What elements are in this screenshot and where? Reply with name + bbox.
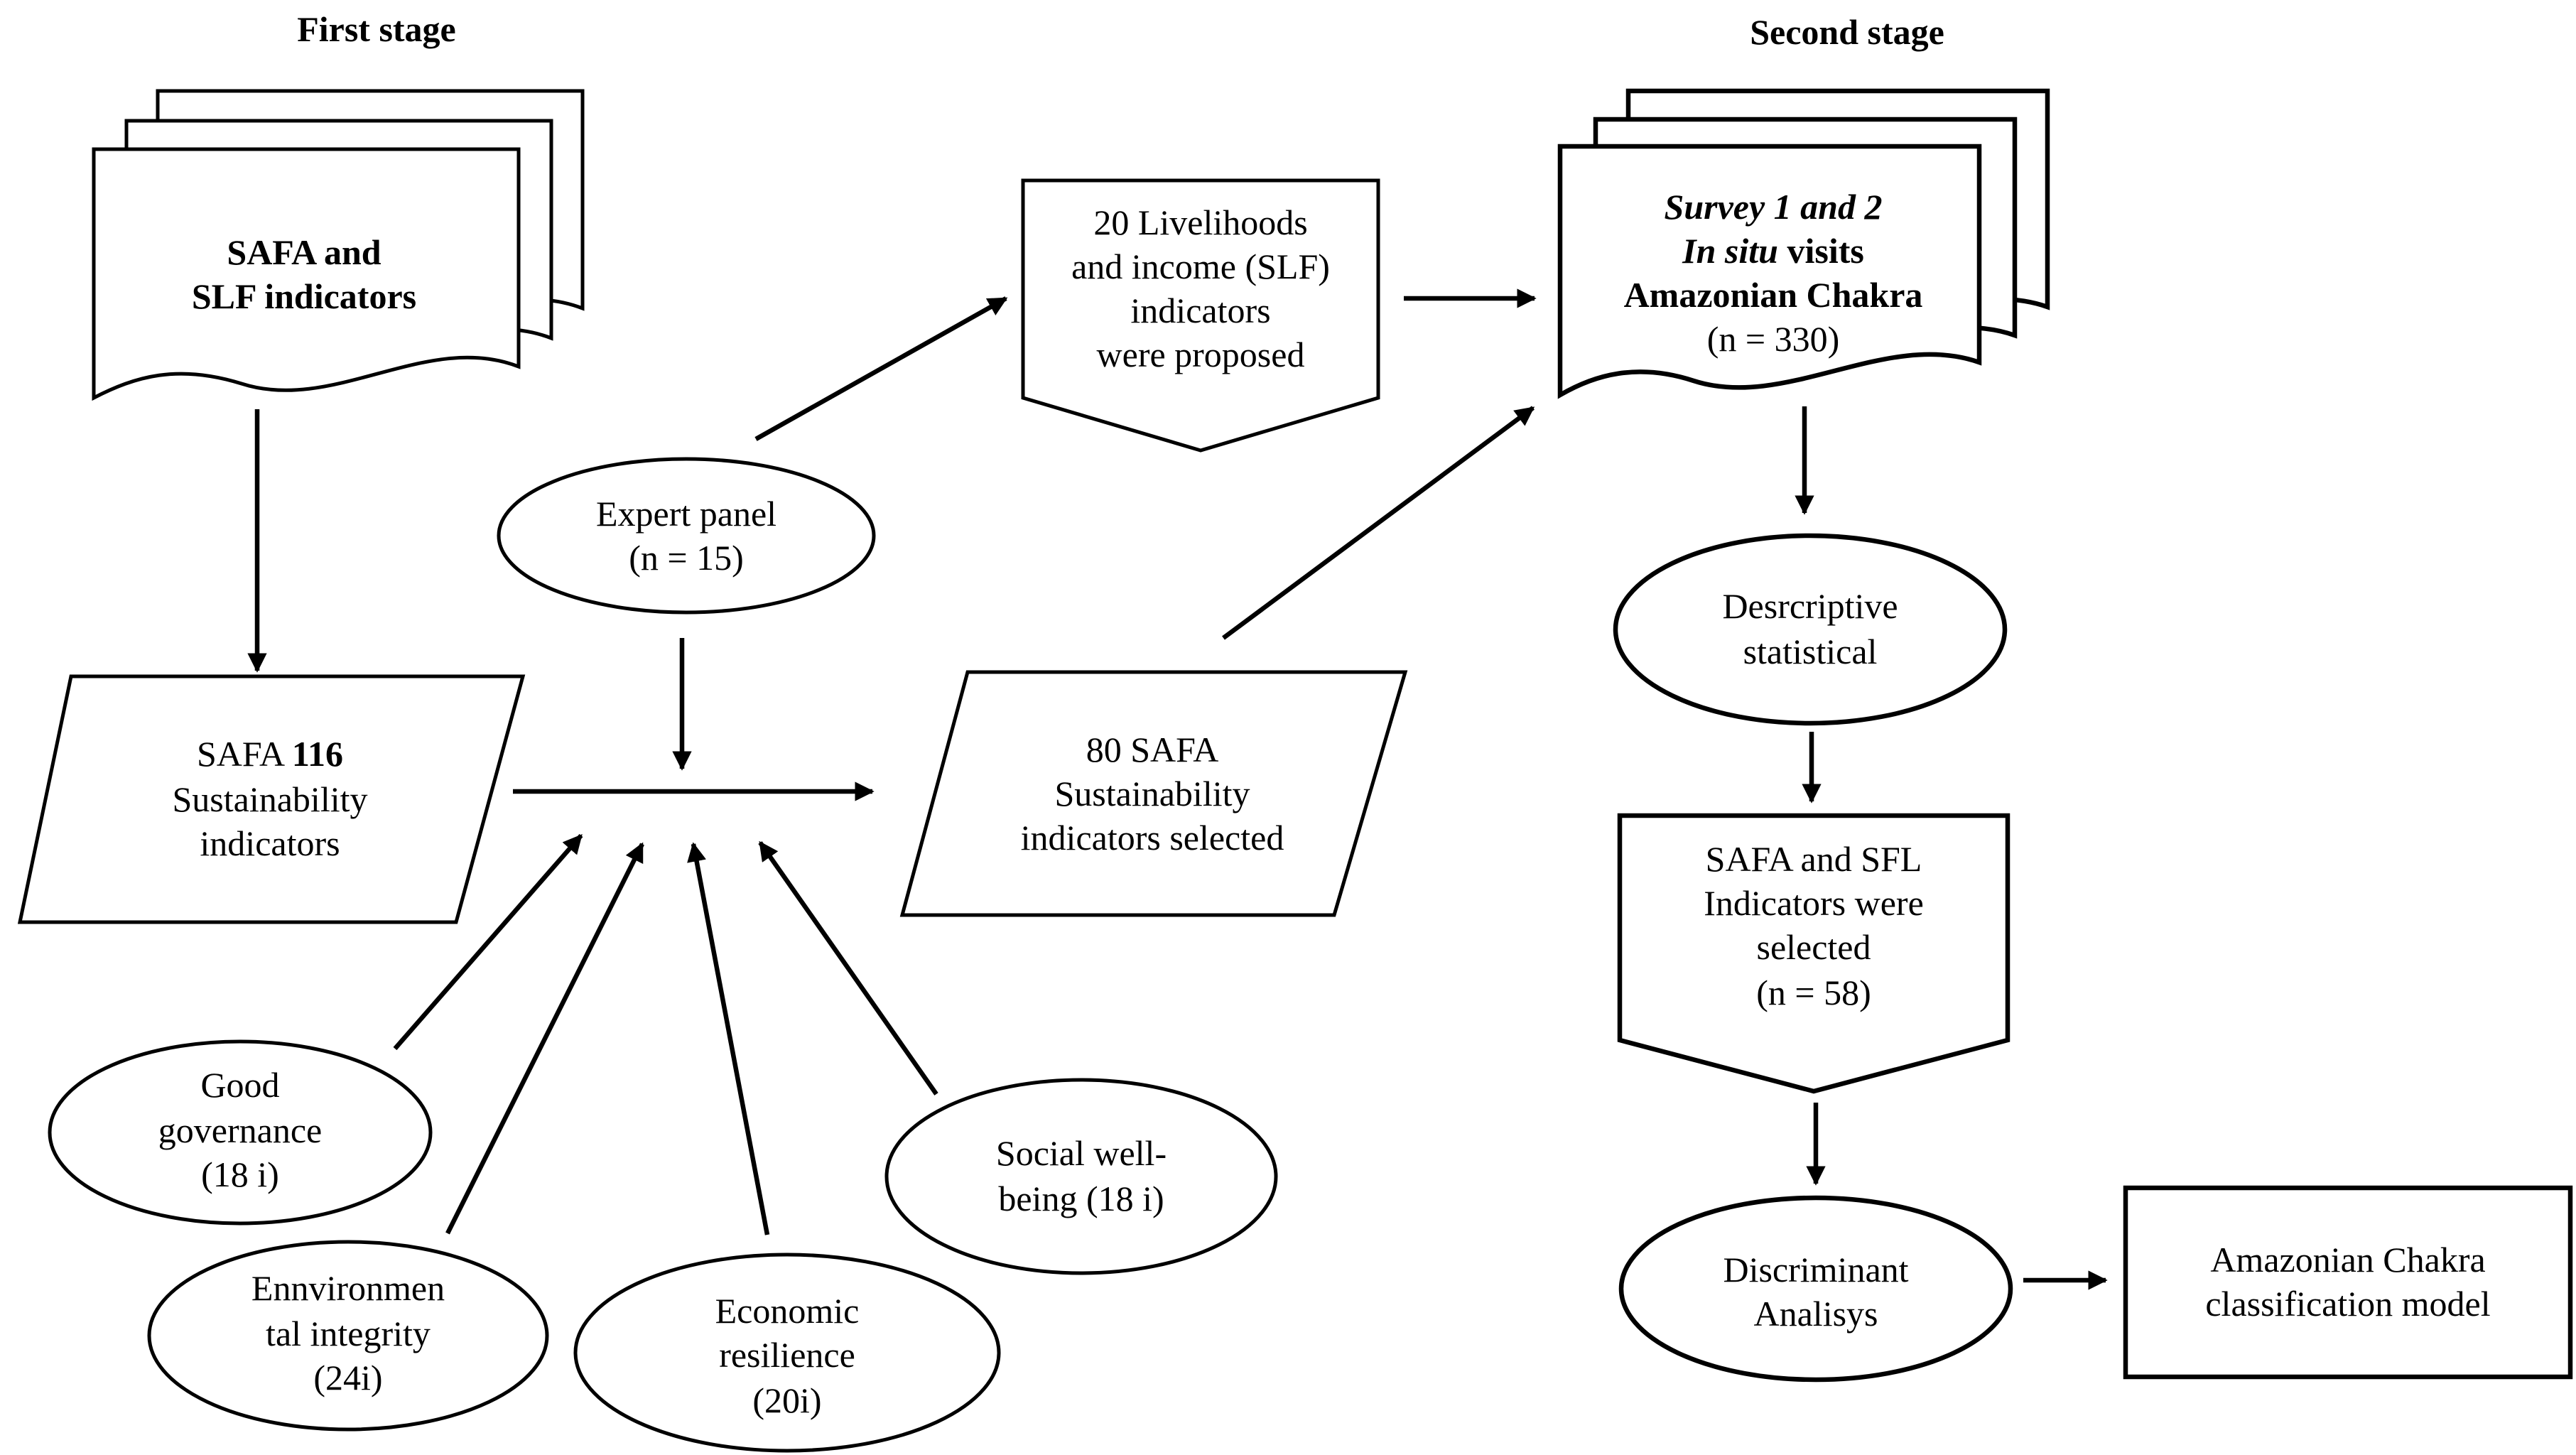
safa-slf-line2: SLF indicators bbox=[192, 276, 416, 316]
safa-sfl-line2: Indicators were bbox=[1704, 883, 1924, 923]
discriminant-line2: Analisys bbox=[1754, 1294, 1878, 1334]
safa-80-line2: Sustainability bbox=[1055, 774, 1250, 813]
arrow-economic-in bbox=[687, 842, 770, 1235]
descriptive-line1: Desrcriptive bbox=[1722, 586, 1898, 626]
good-governance-node: Good governance (18 i) bbox=[48, 1039, 433, 1226]
arrow-environmental-in bbox=[445, 842, 644, 1235]
arrow-good-governance-in bbox=[393, 833, 583, 1051]
safa-80-line3: indicators selected bbox=[1021, 818, 1284, 858]
classification-line2: classification model bbox=[2205, 1284, 2490, 1324]
good-governance-line1: Good bbox=[200, 1065, 279, 1105]
safa-sfl-line1: SAFA and SFL bbox=[1706, 839, 1922, 879]
survey-line3: Amazonian Chakra bbox=[1624, 275, 1923, 315]
safa-sfl-line3: selected bbox=[1756, 927, 1871, 967]
social-line2: being (18 i) bbox=[998, 1179, 1164, 1218]
livelihoods-line3: indicators bbox=[1130, 291, 1270, 330]
expert-panel-line1: Expert panel bbox=[596, 494, 776, 534]
survey-line2: In situ visits bbox=[1682, 231, 1864, 271]
safa-sfl-line4: (n = 58) bbox=[1756, 973, 1871, 1012]
social-well-being-node: Social well- being (18 i) bbox=[884, 1078, 1278, 1275]
good-governance-line3: (18 i) bbox=[201, 1154, 279, 1194]
expert-panel-node: Expert panel (n = 15) bbox=[497, 457, 876, 615]
discriminant-analysis-node: Discriminant Analisys bbox=[1618, 1195, 2013, 1383]
environmental-line1: Ennvironmen bbox=[251, 1268, 445, 1308]
safa-slf-indicators-document: SAFA and SLF indicators bbox=[92, 89, 585, 401]
good-governance-line2: governance bbox=[158, 1110, 322, 1150]
economic-line1: Economic bbox=[715, 1291, 860, 1331]
safa-116-indicators-box: SAFA 116 Sustainability indicators bbox=[17, 674, 526, 924]
economic-resilience-node: Economic resilience (20i) bbox=[573, 1253, 1001, 1453]
economic-line2: resilience bbox=[719, 1335, 855, 1375]
livelihoods-line2: and income (SLF) bbox=[1071, 247, 1330, 286]
first-stage-header: First stage bbox=[297, 9, 456, 49]
environmental-integrity-node: Ennvironmen tal integrity (24i) bbox=[147, 1240, 549, 1432]
diagram-edges bbox=[247, 288, 2108, 1290]
safa-116-line3: indicators bbox=[200, 823, 340, 863]
livelihoods-indicators-box: 20 Livelihoods and income (SLF) indicato… bbox=[1021, 178, 1380, 453]
economic-line3: (20i) bbox=[752, 1380, 821, 1420]
environmental-line2: tal integrity bbox=[266, 1314, 431, 1353]
safa-116-line2: Sustainability bbox=[173, 779, 368, 819]
arrow-safa-80-to-survey bbox=[1222, 406, 1535, 640]
environmental-line3: (24i) bbox=[313, 1358, 382, 1397]
safa-116-line1: SAFA 116 bbox=[197, 734, 343, 774]
classification-model-box: Amazonian Chakra classification model bbox=[2123, 1185, 2573, 1380]
safa-sfl-selected-box: SAFA and SFL Indicators were selected (n… bbox=[1617, 813, 2011, 1094]
livelihoods-line1: 20 Livelihoods bbox=[1093, 202, 1307, 242]
descriptive-line2: statistical bbox=[1743, 632, 1878, 671]
livelihoods-line4: were proposed bbox=[1097, 335, 1305, 374]
classification-line1: Amazonian Chakra bbox=[2210, 1240, 2485, 1280]
survey-line1: Survey 1 and 2 bbox=[1665, 187, 1883, 227]
discriminant-line1: Discriminant bbox=[1723, 1250, 1908, 1289]
expert-panel-line2: (n = 15) bbox=[629, 538, 744, 578]
survey-line4: (n = 330) bbox=[1707, 319, 1840, 359]
arrow-social-in bbox=[758, 840, 938, 1096]
safa-slf-line1: SAFA and bbox=[227, 232, 381, 272]
descriptive-statistical-node: Desrcriptive statistical bbox=[1613, 533, 2008, 726]
survey-in-situ-document: Survey 1 and 2 In situ visits Amazonian … bbox=[1557, 88, 2050, 399]
safa-80-indicators-box: 80 SAFA Sustainability indicators select… bbox=[899, 670, 1408, 917]
social-line1: Social well- bbox=[996, 1133, 1167, 1173]
safa-80-line1: 80 SAFA bbox=[1086, 730, 1219, 769]
arrow-expert-panel-to-livelihoods bbox=[754, 296, 1008, 441]
second-stage-header: Second stage bbox=[1750, 12, 1944, 52]
